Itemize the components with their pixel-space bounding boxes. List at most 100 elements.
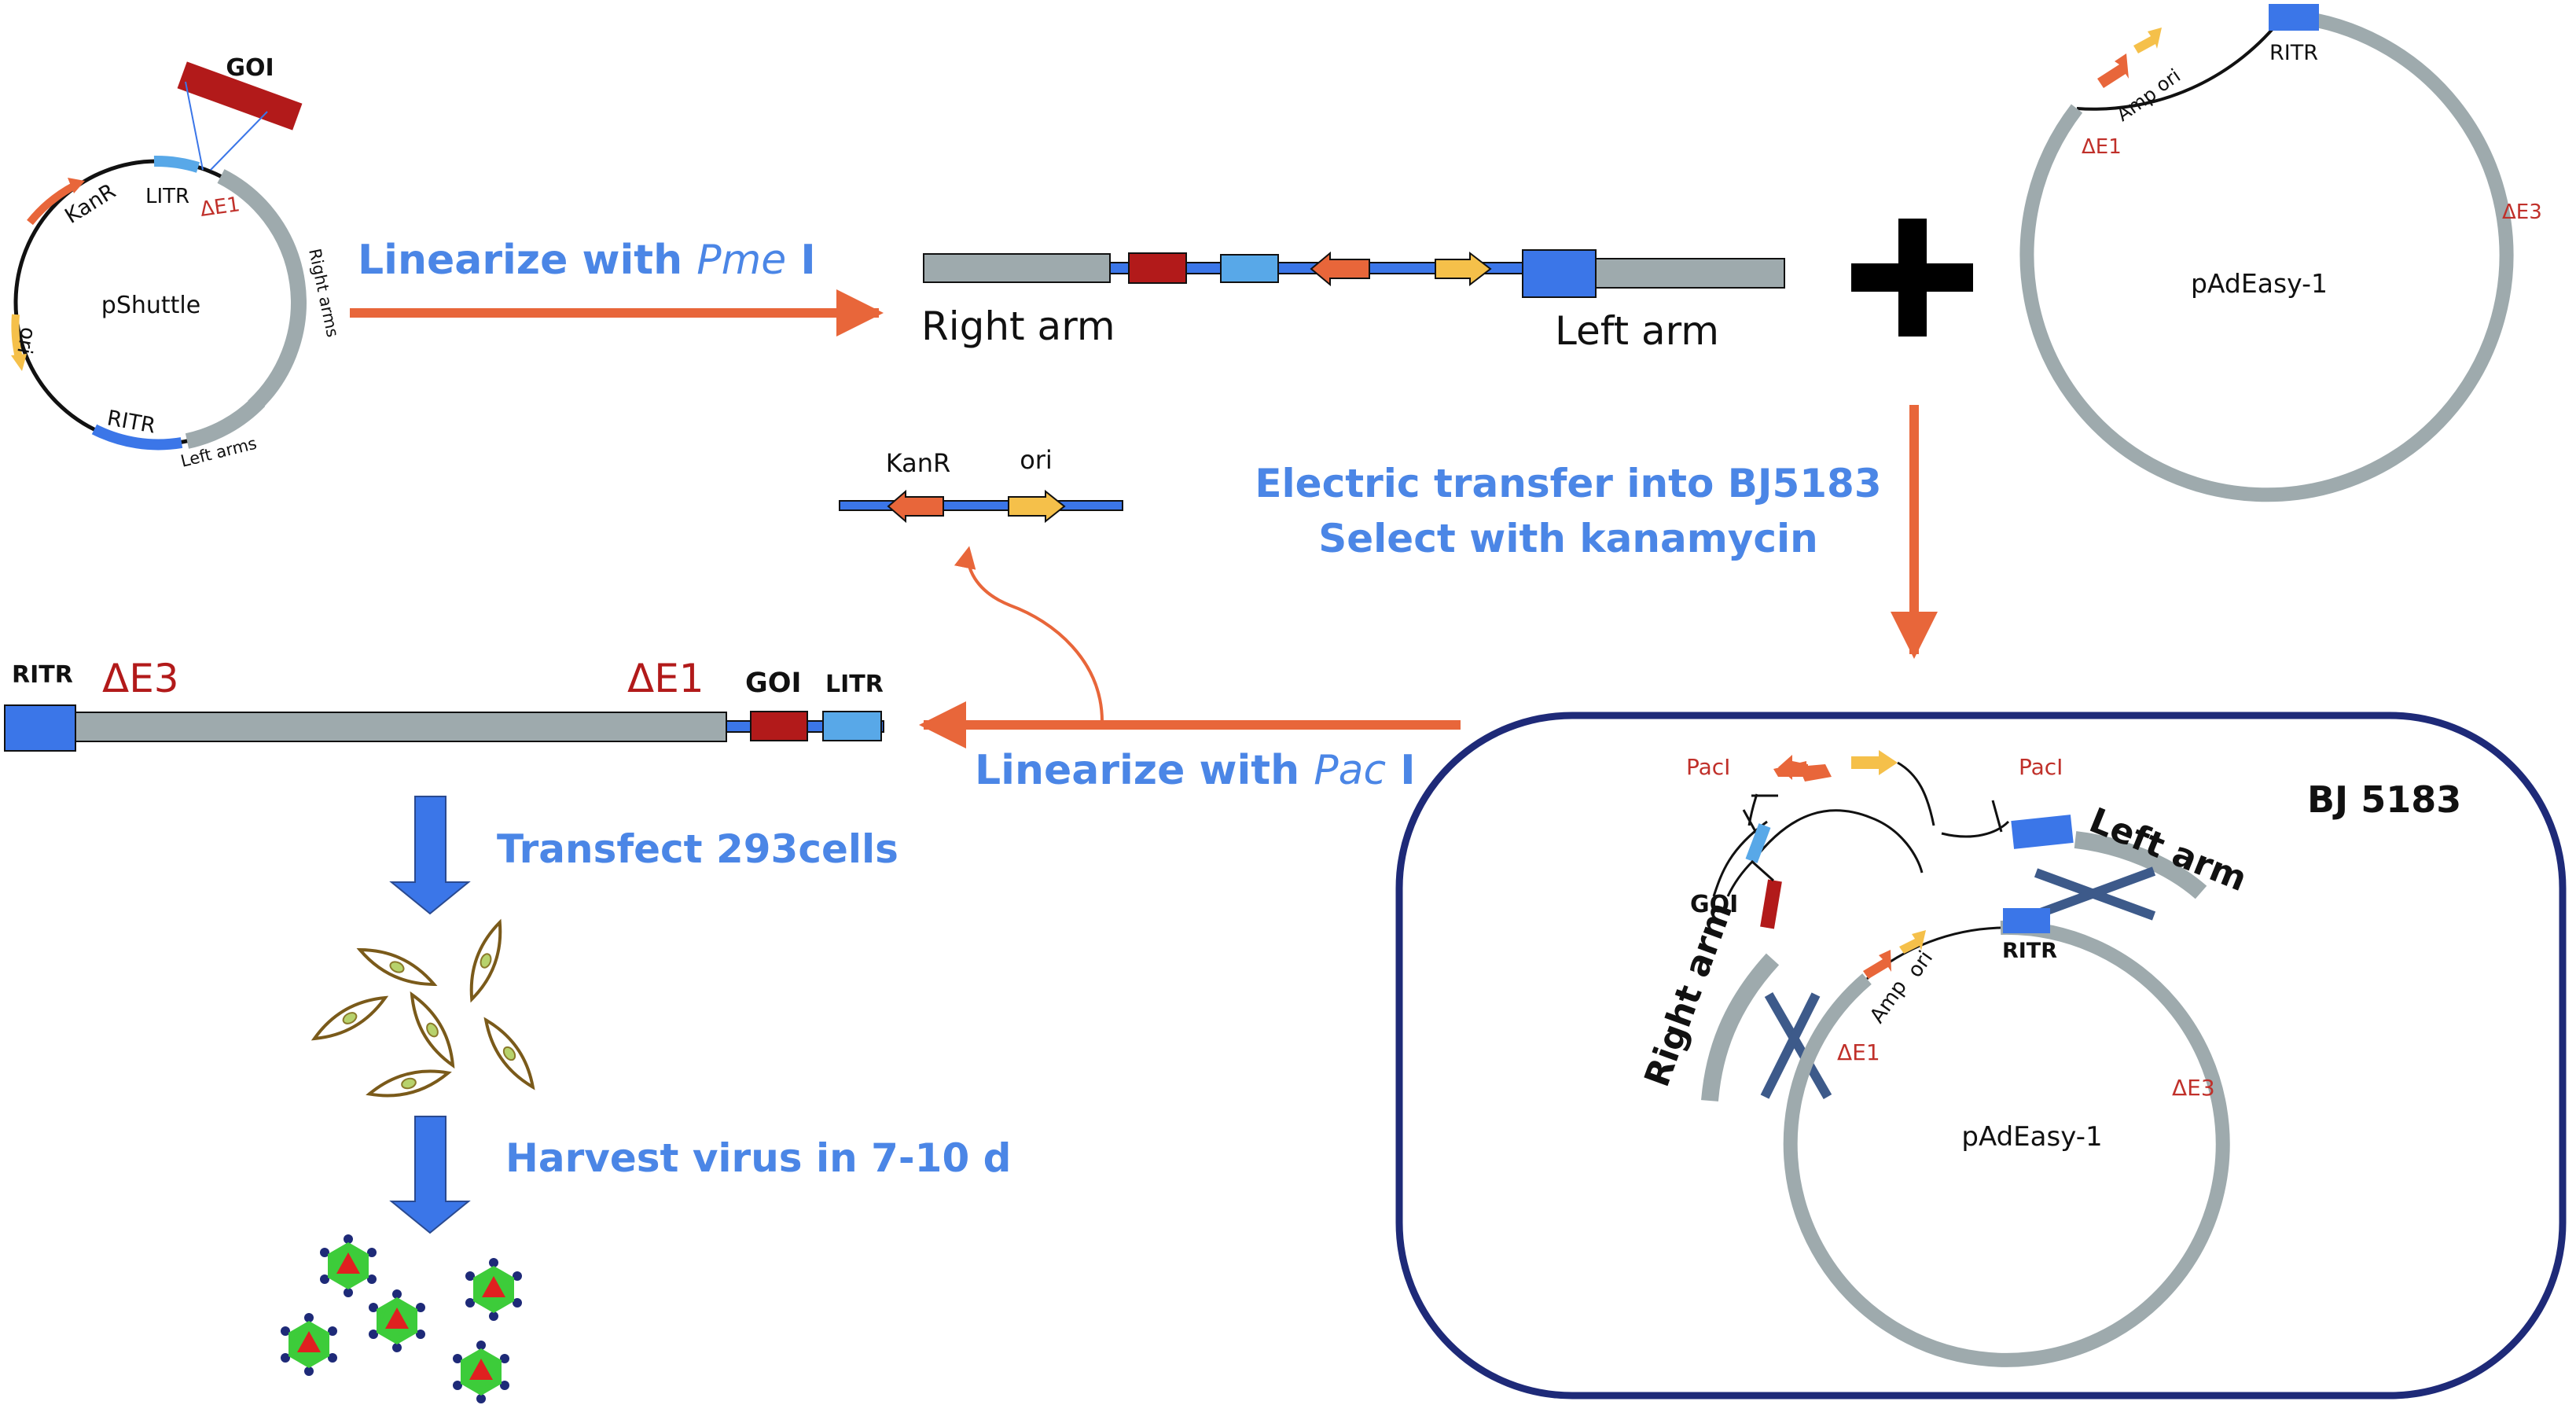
vector-goi-label: GOI: [745, 668, 802, 699]
virus-particle-4: [281, 1313, 337, 1376]
bj5183-left-arm: [2074, 831, 2207, 899]
construct-goi: [1128, 252, 1187, 284]
pshuttle-kanr-segment: [27, 182, 77, 226]
construct-litr: [1220, 254, 1279, 283]
vector-ritr-label: RITR: [12, 661, 73, 689]
bj5183-pacl-left-label: PacI: [1686, 754, 1730, 780]
bj5183-padeasy-de1-label: ΔE1: [1837, 1039, 1880, 1065]
transfect-label: Transfect 293cells: [497, 826, 898, 872]
bj5183-padeasy-grey-arc: [1783, 920, 2230, 1367]
pshuttle-litr-label: LITR: [145, 185, 189, 208]
bj5183-padeasy-de3-label: ΔE3: [2172, 1075, 2215, 1101]
cell-2: [469, 918, 502, 1003]
bj5183-pacl-right-tick: [1991, 800, 2003, 833]
construct-right-arm: [923, 253, 1111, 283]
bj5183-ori-arrow: [1851, 750, 1898, 775]
step-transfect: Transfect 293cells: [389, 796, 898, 915]
padeasy-top-name-label: pAdEasy-1: [2191, 268, 2328, 299]
bj5183-crossover-upper-b: [2030, 866, 2156, 921]
padeasy-top-backbone: [2076, 14, 2285, 111]
padeasy-top-grey-arc: [2019, 9, 2514, 502]
padeasy-top-plasmid: RITR Amp ori ΔE1 ΔE3 pAdEasy-1: [2019, 4, 2542, 502]
bj5183-padeasy-name-label: pAdEasy-1: [1961, 1121, 2102, 1153]
bj5183-padeasy-ori-arrow: [1899, 930, 1926, 954]
bj5183-right-arm-label: Right arm: [1637, 897, 1740, 1092]
pshuttle-name-label: pShuttle: [101, 292, 200, 319]
bj5183-goi-link: [1712, 820, 1768, 897]
cell-6: [366, 1069, 452, 1098]
plus-sign: [1851, 219, 1973, 337]
plus-vertical: [1898, 219, 1927, 337]
pshuttle-goi-guide-right: [210, 111, 268, 171]
linearize-pme-label: Linearize with Pme I: [358, 237, 816, 284]
virus-particle-5: [453, 1341, 509, 1403]
fragment-ori-label: ori: [1020, 445, 1053, 475]
arrow-transfect: [389, 796, 471, 915]
padeasy-top-amp-label: Amp: [2112, 83, 2160, 126]
virus-particle-3: [369, 1289, 425, 1352]
linearized-shuttle-construct: Right arm Left arm: [921, 249, 1785, 354]
step-harvest: Harvest virus in 7-10 d: [389, 1116, 1011, 1234]
vector-adenoviral-genome: [75, 712, 727, 742]
linearize-pac-label: Linearize with Pac I: [975, 747, 1416, 794]
step-linearize-pme: Linearize with Pme I: [350, 237, 884, 337]
bj5183-link-ori: [1897, 761, 1935, 826]
hek293-cells: [311, 918, 535, 1098]
padeasy-top-de1-label: ΔE1: [2082, 135, 2122, 159]
pshuttle-kanr-arrowhead: [68, 178, 85, 193]
bj5183-shuttle-left-link: [1726, 859, 1755, 897]
bj5183-panel: BJ 5183 Left arm Right arm: [1395, 712, 2567, 1399]
bj5183-litr: [1745, 823, 1771, 863]
pshuttle-litr-segment: [153, 155, 200, 173]
vector-de1-label: ΔE1: [627, 656, 704, 701]
step-linearize-pac: Linearize with Pac I: [919, 701, 1461, 794]
harvest-label: Harvest virus in 7-10 d: [505, 1135, 1011, 1181]
fragment-ori-arrow: [1008, 489, 1066, 524]
fragment-kanr-label: KanR: [886, 448, 951, 478]
cell-4: [410, 991, 455, 1069]
vector-litr: [822, 711, 882, 741]
vector-ritr: [4, 704, 76, 752]
bj5183-ritr-link: [1941, 820, 2010, 838]
cell-3: [311, 995, 389, 1041]
pshuttle-de1-label: ΔE1: [199, 193, 241, 222]
pshuttle-left-arm-segment: [185, 395, 266, 449]
padeasy-top-ritr-label: RITR: [2269, 41, 2318, 65]
construct-right-arm-label: Right arm: [921, 303, 1115, 349]
padeasy-top-amp-arrow: [2097, 53, 2129, 88]
electric-transfer-line1: Electric transfer into BJ5183: [1255, 461, 1881, 506]
virus-particle-2: [465, 1258, 522, 1321]
fragment-backbone: [839, 500, 1123, 511]
padeasy-top-ritr: [2269, 4, 2319, 31]
bj5183-litr-goi-link: [1751, 859, 1774, 882]
bj5183-goi-block: [1760, 879, 1782, 929]
construct-ritr: [1522, 249, 1597, 298]
pshuttle-goi-label: GOI: [226, 54, 274, 82]
vector-goi: [750, 711, 808, 741]
bj5183-goi-label: GOI: [1690, 891, 1738, 918]
fragment-kanr-arrow: [887, 489, 944, 524]
cell-1: [356, 948, 438, 986]
pshuttle-goi-guide-left: [185, 81, 204, 171]
vector-litr-label: LITR: [825, 671, 884, 698]
bj5183-cell-outline: [1395, 712, 2567, 1399]
bj5183-kanr-arrow: [1778, 755, 1808, 780]
pshuttle-right-arm-segment: [217, 169, 307, 413]
construct-left-arm-label: Left arm: [1555, 308, 1719, 354]
virus-particles: [281, 1234, 522, 1403]
electric-transfer-line2: Select with kanamycin: [1318, 516, 1818, 561]
bj5183-title: BJ 5183: [2307, 778, 2461, 821]
bj5183-pacl-right-label: PacI: [2019, 754, 2063, 780]
bj5183-padeasy-ritr: [2003, 908, 2050, 933]
step-electric-transfer: Electric transfer into BJ5183 Select wit…: [1255, 405, 1938, 659]
bj5183-crossover-lower-a: [1764, 992, 1832, 1099]
bj5183-right-arm: [1701, 953, 1780, 1102]
pshuttle-ritr-segment: [91, 424, 183, 451]
pshuttle-ori-arrowhead: [11, 354, 27, 371]
bj5183-padeasy-amp-arrow: [1863, 950, 1891, 979]
cell-5: [483, 1017, 535, 1091]
fragment-release-arrow: [954, 546, 1104, 723]
pshuttle-goi-insert: [177, 61, 303, 131]
vector-de3-label: ΔE3: [102, 656, 179, 701]
